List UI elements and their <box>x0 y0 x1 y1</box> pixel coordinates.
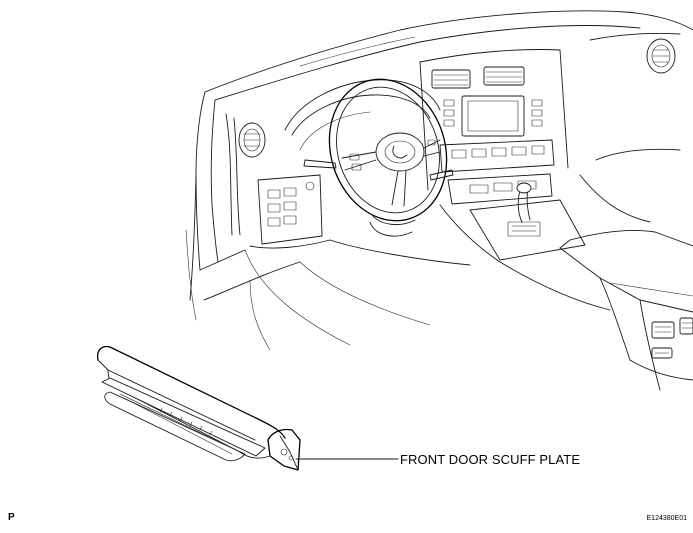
rear-console-vents <box>651 317 693 359</box>
front-door-scuff-plate <box>96 345 301 471</box>
dashboard-outline <box>185 10 693 321</box>
steering-wheel <box>328 78 448 237</box>
right-air-vent <box>589 33 681 74</box>
lower-left-switch-panel <box>249 174 331 249</box>
left-air-vent <box>225 113 266 236</box>
floor-lines <box>244 148 681 351</box>
center-stack <box>419 49 569 205</box>
center-console-armrest <box>559 230 693 391</box>
figure-id: E124380E01 <box>646 515 687 522</box>
page-code: P <box>8 512 15 523</box>
steering-column-stalks <box>303 159 454 181</box>
gear-shifter <box>469 182 586 261</box>
scuff-plate-callout-label: FRONT DOOR SCUFF PLATE <box>400 452 581 467</box>
